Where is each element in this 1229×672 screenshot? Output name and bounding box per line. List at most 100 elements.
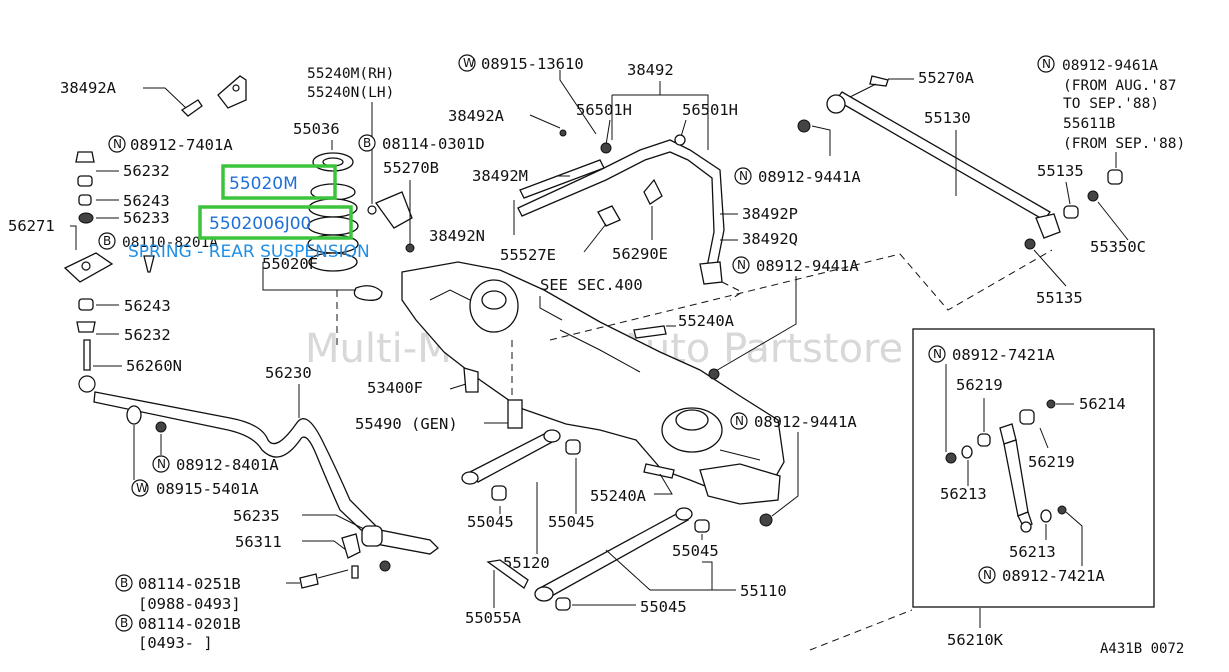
bolt-08912-7421a-top[interactable]: 08912-7421A [952,346,1055,364]
bolt-08915-13610[interactable]: 08915-13610 [481,55,584,73]
n-circle-icon [732,256,750,274]
bushing-stack-top [75,151,95,224]
part-55611b[interactable]: 55611B [1063,116,1116,132]
part-56243-top[interactable]: 56243 [123,192,170,210]
svg-text:N: N [933,347,942,361]
coil-spring-55020m [307,152,359,272]
part-55045-c[interactable]: 55045 [672,542,719,560]
n-circle-icon [928,345,946,363]
shock-absorber-56210k [999,423,1067,533]
svg-text:W: W [136,481,148,495]
part-56290e[interactable]: 56290E [612,245,668,263]
bolt-08912-8401a[interactable]: 08912-8401A [176,456,279,474]
n-circle-icon [1037,55,1055,73]
part-38492n[interactable]: 38492N [429,227,485,245]
part-56232-bottom[interactable]: 56232 [124,326,171,344]
brake-line-38492 [517,129,725,285]
bolt-08912-7401a[interactable]: 08912-7401A [130,136,233,154]
clamp-56311 [341,533,361,559]
part-56210k[interactable]: 56210K [947,631,1004,649]
part-55270b[interactable]: 55270B [383,159,439,177]
b-circle-icon [115,574,133,592]
bolt-08912-9441a-lower[interactable]: 08912-9441A [754,413,857,431]
bolt-08912-9461a[interactable]: 08912-9461A [1062,58,1158,74]
note-date-range-2: [0493- ] [138,634,213,652]
part-56311[interactable]: 56311 [235,533,282,551]
caption-spring-rear-suspension: SPRING - REAR SUSPENSION [128,242,370,262]
part-56243-bottom[interactable]: 56243 [124,297,171,315]
stabilizer-bar-56230 [93,391,439,555]
highlight-5502006j00[interactable]: 5502006J00 [209,214,311,234]
bolt-08114-0201b[interactable]: 08114-0201B [138,615,241,633]
panhard-rod-55130 [797,91,1079,250]
part-56213-b[interactable]: 56213 [1009,543,1056,561]
part-38492a-left[interactable]: 38492A [60,79,117,97]
b-circle-icon [115,614,133,632]
bolt-08912-9441a-top[interactable]: 08912-9441A [758,168,861,186]
part-55240a-mid[interactable]: 55240A [590,487,647,505]
part-55135-bottom[interactable]: 55135 [1036,289,1083,307]
part-55110[interactable]: 55110 [740,582,787,600]
part-38492a-mid[interactable]: 38492A [448,107,505,125]
part-56219-b[interactable]: 56219 [1028,453,1075,471]
part-38492p[interactable]: 38492P [742,205,798,223]
part-55270a[interactable]: 55270A [918,69,975,87]
part-38492[interactable]: 38492 [627,61,674,79]
part-55350c[interactable]: 55350C [1090,238,1146,256]
svg-text:B: B [363,136,371,150]
part-55045-a[interactable]: 55045 [467,513,514,531]
part-55045-b[interactable]: 55045 [548,513,595,531]
part-56230[interactable]: 56230 [265,364,312,382]
part-55527e[interactable]: 55527E [500,246,556,264]
svg-text:W: W [463,56,475,70]
rear-axle-housing [401,261,785,497]
part-55240n-lh[interactable]: 55240N(LH) [307,85,394,101]
part-56219-a[interactable]: 56219 [956,376,1003,394]
part-56232-top[interactable]: 56232 [123,162,170,180]
bolt-08114-0251b[interactable]: 08114-0251B [138,575,241,593]
part-55120[interactable]: 55120 [503,554,550,572]
w-circle-icon [458,54,476,72]
part-56501h-left[interactable]: 56501H [576,101,632,119]
highlight-55020m[interactable]: 55020M [229,174,298,194]
part-55020f[interactable]: 55020F [262,255,318,273]
svg-text:N: N [113,137,122,151]
see-sec-400[interactable]: SEE SEC.400 [540,276,643,294]
b-circle-icon [358,134,376,152]
part-38492q[interactable]: 38492Q [742,230,798,248]
b-circle-icon [98,232,116,250]
bump-stop-55270b [374,191,413,229]
bolt-08114-0301d[interactable]: 08114-0301D [382,135,485,153]
part-55240a-top[interactable]: 55240A [678,312,735,330]
part-55036[interactable]: 55036 [293,120,340,138]
part-53400f[interactable]: 53400F [367,379,423,397]
part-55135-top[interactable]: 55135 [1037,162,1084,180]
part-56501h-right[interactable]: 56501H [682,101,738,119]
part-55240m-rh[interactable]: 55240M(RH) [307,66,394,82]
part-38492m[interactable]: 38492M [472,167,528,185]
n-circle-icon [152,455,170,473]
n-circle-icon [734,167,752,185]
part-56260n[interactable]: 56260N [126,357,182,375]
n-circle-icon [108,135,126,153]
bolt-08110-8201a[interactable]: 08110-8201A [122,235,218,251]
part-56271[interactable]: 56271 [8,217,55,235]
svg-text:N: N [737,258,746,272]
part-55490-gen[interactable]: 55490 (GEN) [355,415,458,433]
svg-text:N: N [157,457,166,471]
svg-text:N: N [983,568,992,582]
svg-text:N: N [739,169,748,183]
w-circle-icon [131,479,149,497]
part-56233[interactable]: 56233 [123,209,170,227]
bolt-08915-5401a[interactable]: 08915-5401A [156,480,259,498]
part-55055a[interactable]: 55055A [465,609,522,627]
bolt-08912-9441a-middle[interactable]: 08912-9441A [756,257,859,275]
part-56214[interactable]: 56214 [1079,395,1126,413]
bolt-08912-7421a-bottom[interactable]: 08912-7421A [1002,567,1105,585]
part-55045-d[interactable]: 55045 [640,598,687,616]
highlight-box-5502006j00 [198,205,353,240]
part-55130[interactable]: 55130 [924,109,971,127]
part-56213-a[interactable]: 56213 [940,485,987,503]
part-56235[interactable]: 56235 [233,507,280,525]
